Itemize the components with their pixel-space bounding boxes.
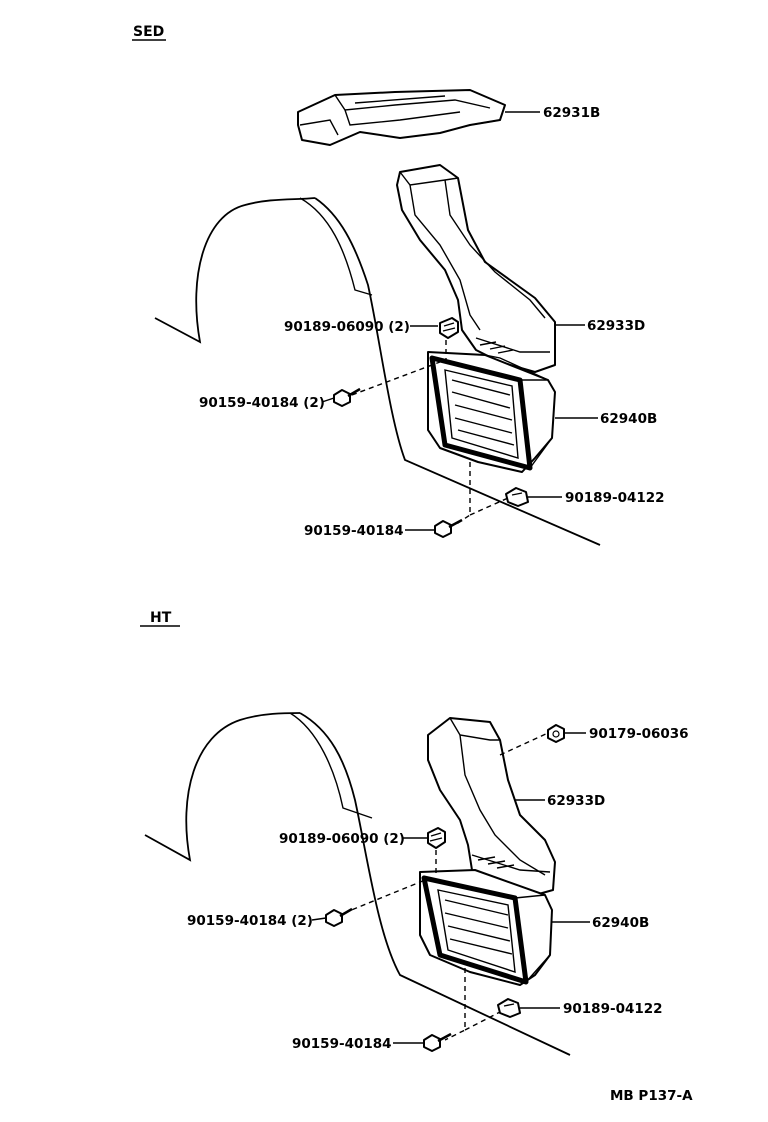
sed-part-90159-40184-2	[333, 387, 361, 407]
label-90159-40184: 90159-40184	[292, 1036, 392, 1052]
sed-fender-outer-arch	[154, 197, 316, 344]
ht-section-title: HT	[150, 610, 172, 626]
sed-dash-nut	[469, 497, 509, 516]
label-90189-04122: 90189-04122	[565, 490, 665, 506]
ht-part-62933D	[427, 717, 556, 896]
sed-part-62940B	[427, 351, 556, 473]
ht-fender-edge	[289, 712, 373, 819]
label-90159-40184-2: 90159-40184 (2)	[187, 913, 313, 929]
ht-part-62940B	[419, 869, 553, 986]
figure-code: MB P137-A	[610, 1088, 693, 1104]
ht-part-90189-06090	[427, 827, 446, 849]
sed-fender-inner-line	[314, 197, 601, 546]
ht-part-90189-04122	[497, 998, 521, 1018]
sed-part-62931B	[297, 89, 506, 146]
label-90159-40184: 90159-40184	[304, 523, 404, 539]
label-62931B: 62931B	[543, 105, 600, 121]
label-90179-06036: 90179-06036	[589, 726, 689, 742]
sed-part-90189-04122	[505, 487, 529, 507]
sed-part-62933D	[396, 164, 556, 373]
ht-part-90159-40184	[423, 1032, 452, 1052]
sed-dash-screw-2	[351, 361, 441, 396]
sed-fender-edge	[299, 197, 373, 296]
label-62940B: 62940B	[592, 915, 649, 931]
label-62933D: 62933D	[587, 318, 645, 334]
sed-part-90189-06090	[439, 317, 459, 339]
label-90189-06090: 90189-06090 (2)	[279, 831, 405, 847]
ht-dash-nut	[464, 1011, 501, 1031]
ht-section: HT	[140, 610, 689, 1056]
label-90189-06090: 90189-06090 (2)	[284, 319, 410, 335]
ht-dash-nut-top	[499, 732, 549, 756]
label-90189-04122: 90189-04122	[563, 1001, 663, 1017]
label-62940B: 62940B	[600, 411, 657, 427]
ht-dash-screw	[444, 968, 466, 1041]
sed-section: SED	[132, 24, 665, 546]
ht-part-90179-06036	[547, 724, 565, 743]
sed-dash-screw	[454, 462, 471, 526]
ht-fender-outer-arch	[144, 712, 301, 862]
ht-leader-90159-40184-2	[311, 917, 327, 921]
ht-dash-screw-2	[343, 877, 431, 914]
sed-leader-90159-40184-2	[321, 397, 335, 403]
sed-section-title: SED	[133, 24, 164, 40]
label-90159-40184-2: 90159-40184 (2)	[199, 395, 325, 411]
label-62933D: 62933D	[547, 793, 605, 809]
